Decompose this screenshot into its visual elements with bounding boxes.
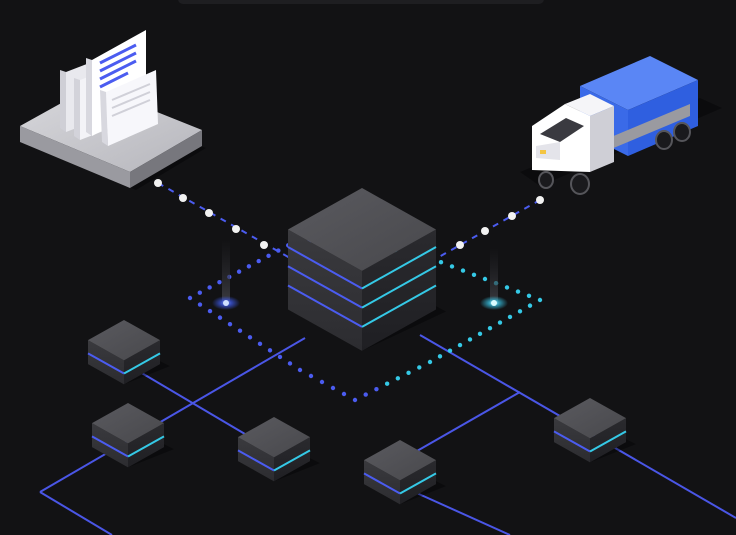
ring-dot xyxy=(374,386,379,392)
network-node-cube xyxy=(237,417,320,482)
document-stack-icon xyxy=(20,30,206,190)
ring-dot xyxy=(227,321,233,327)
ring-dot xyxy=(197,290,203,295)
ring-dot xyxy=(246,264,252,269)
ring-dot xyxy=(247,335,253,340)
beam-right xyxy=(480,248,508,310)
ring-dot xyxy=(477,331,483,337)
ring-dot xyxy=(256,258,261,264)
ring-dot xyxy=(504,285,510,290)
ring-dot xyxy=(507,314,513,320)
ring-dot xyxy=(487,325,493,331)
network-node-cube xyxy=(363,440,446,505)
ring-dot xyxy=(417,365,422,370)
ring-dot xyxy=(482,276,488,282)
ring-dot xyxy=(217,279,222,285)
network-node-cube xyxy=(87,320,170,385)
ring-dot xyxy=(319,379,325,385)
ring-dot xyxy=(207,285,212,290)
ring-dot xyxy=(471,272,477,277)
ring-dot xyxy=(267,348,273,353)
ring-dot xyxy=(447,348,453,353)
ring-dot xyxy=(427,359,433,365)
ring-dot xyxy=(207,308,213,314)
ring-dot xyxy=(384,381,390,386)
doc-connector xyxy=(154,179,291,259)
beam-left xyxy=(212,240,240,310)
ring-dot xyxy=(237,328,243,333)
ring-dot xyxy=(266,253,271,259)
ring-dot xyxy=(457,342,463,348)
ring-dot xyxy=(497,320,503,325)
ring-dot xyxy=(297,367,303,373)
ring-dot xyxy=(467,337,473,342)
ring-dot xyxy=(437,354,443,359)
ring-dot xyxy=(449,264,455,269)
delivery-truck-icon xyxy=(520,56,722,195)
ring-dot xyxy=(287,361,293,366)
cube-layer xyxy=(87,188,636,505)
ring-dot xyxy=(363,392,368,397)
ring-dot xyxy=(197,302,203,307)
ring-dot xyxy=(526,293,532,298)
central-hub-cube xyxy=(287,188,446,351)
network-node-cube xyxy=(91,403,174,468)
ring-dot xyxy=(187,295,193,301)
ring-dot xyxy=(308,373,314,379)
ring-dot xyxy=(438,260,444,265)
ring-dot xyxy=(330,385,336,391)
ring-dot xyxy=(527,303,533,308)
ring-dot xyxy=(217,315,223,320)
truck-connector xyxy=(429,196,544,263)
ring-dot xyxy=(341,391,347,397)
ring-dot xyxy=(537,297,543,303)
ring-dot xyxy=(277,354,283,360)
ring-dot xyxy=(517,309,523,314)
top-bar xyxy=(178,0,544,4)
ring-dot xyxy=(257,341,263,347)
ring-dot xyxy=(406,370,411,376)
ring-dot xyxy=(515,289,521,294)
ring-dot xyxy=(352,397,358,403)
ring-dot xyxy=(395,376,401,381)
ring-dot xyxy=(236,269,242,274)
network-node-cube xyxy=(553,398,636,463)
ring-dot xyxy=(460,268,466,273)
